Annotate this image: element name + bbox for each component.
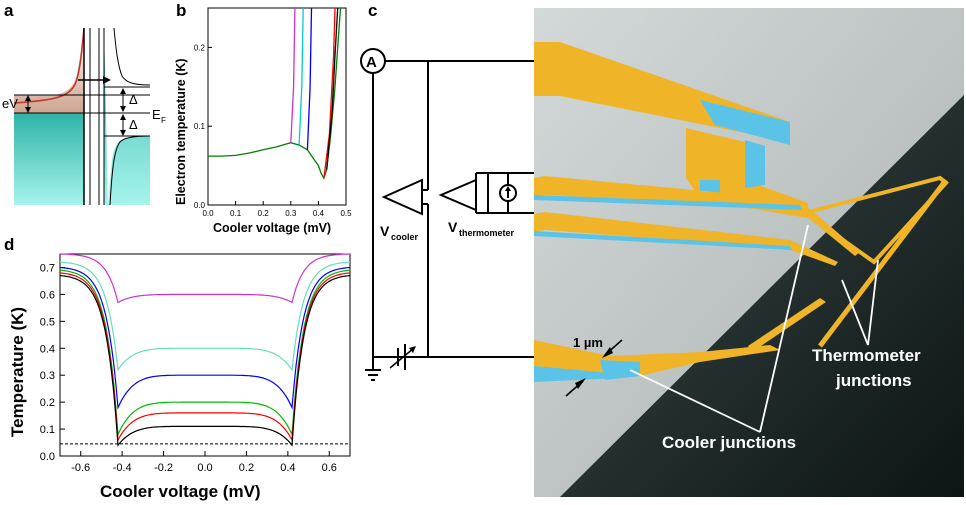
- plot-b-frame: [207, 7, 347, 206]
- tunnel-arrow-icon: [103, 76, 111, 84]
- variable-source-arrow-icon: [389, 347, 415, 369]
- lead-middle-2: [534, 212, 838, 266]
- plot-d-ytick-label: 0.4: [40, 343, 55, 355]
- plot-b-ytick-label: 0.2: [194, 43, 206, 52]
- plot-b-xtick-label: 0.0: [202, 209, 214, 218]
- filled-states-right: [104, 28, 150, 205]
- panel-a: a eV Δ Δ E: [2, 1, 166, 206]
- ground-icon: [365, 369, 381, 381]
- v-cooler-label: V: [380, 223, 390, 239]
- lead-bottom: [534, 340, 780, 376]
- v-thermometer-label: V: [448, 219, 458, 235]
- sem-dark-region: [560, 95, 964, 497]
- plot-b-xtick-label: 0.5: [340, 209, 352, 218]
- plot-d-xtick-label: 0.4: [280, 462, 295, 474]
- plot-d-ytick-label: 0.6: [40, 289, 55, 301]
- plot-b-xtick-label: 0.4: [313, 209, 325, 218]
- plot-b-series: [208, 7, 342, 180]
- plot-d-xtick-label: -0.6: [71, 462, 90, 474]
- filled-states-upper: [14, 28, 84, 113]
- v-thermometer-sub: thermometer: [459, 228, 515, 238]
- panel-d: d -0.6 -0.4 -0.2 0.0 0.2 0.4 0.6 0.0 0.1 0.2 0.3 0.…: [4, 235, 351, 501]
- plot-d-xtick-label: -0.2: [154, 462, 173, 474]
- plot-b-xtick-label: 0.2: [258, 209, 270, 218]
- plot-b-ytick-label: 0.0: [194, 201, 206, 210]
- plot-d-ytick-label: 0.7: [40, 262, 55, 274]
- thermometer-voltmeter-icon: [438, 178, 477, 212]
- ammeter-label: A: [366, 54, 377, 71]
- plot-d-ytick-label: 0.2: [40, 397, 55, 409]
- plot-d-series: [59, 253, 351, 447]
- panel-letter-a: a: [4, 1, 14, 20]
- plot-b-series-line-5: [326, 7, 339, 170]
- fermi-sub: F: [161, 116, 166, 125]
- plot-b-series-line-2: [298, 7, 304, 146]
- plot-d-series-line-0: [59, 253, 351, 304]
- plot-d-xlabel: Cooler voltage (mV): [100, 482, 261, 501]
- delta-lower-label: Δ: [129, 117, 138, 132]
- panel-letter-b: b: [176, 1, 186, 20]
- plot-b-xlabel: Cooler voltage (mV): [213, 221, 331, 235]
- plot-d-xtick-label: 0.2: [239, 462, 254, 474]
- plot-b-ylabel: Electron temperature (K): [174, 58, 188, 205]
- plot-d-xtick-label: 0.6: [322, 462, 337, 474]
- panel-letter-c: c: [368, 1, 377, 20]
- cooler-voltmeter-icon: [381, 178, 423, 216]
- v-cooler-sub: cooler: [391, 232, 419, 242]
- plot-d-ytick-label: 0.0: [40, 451, 55, 463]
- plot-d-xtick-label: -0.4: [113, 462, 132, 474]
- cooler-junctions-label: Cooler junctions: [662, 433, 796, 452]
- fermi-curve-left: [13, 27, 85, 104]
- thermometer-bridge: [804, 175, 949, 265]
- plot-b-xtick-label: 0.3: [285, 209, 297, 218]
- plot-b-series-line-4: [323, 7, 336, 179]
- plot-d-ytick-label: 0.3: [40, 370, 55, 382]
- filled-states-lower: [14, 113, 84, 205]
- plot-d-xtick-label: 0.0: [197, 462, 212, 474]
- plot-d-series-line-5: [59, 274, 351, 447]
- fermi-label: E: [152, 107, 161, 122]
- lead-middle-1: [534, 176, 860, 256]
- plot-d-series-line-4: [59, 272, 351, 442]
- plot-b-series-line-0: [208, 7, 342, 180]
- plot-b-series-line-3: [306, 7, 313, 150]
- circuit-wires: [372, 60, 537, 370]
- plot-d-series-line-2: [59, 266, 351, 410]
- panel-letter-d: d: [4, 235, 14, 254]
- thermometer-junctions-label-1: Thermometer: [812, 346, 921, 365]
- label-connectors: [629, 224, 879, 433]
- plot-d-ytick-label: 0.1: [40, 424, 55, 436]
- panel-c-circuit: c A V cooler V thermometer: [360, 1, 537, 381]
- plot-b-ticks: 0.0 0.1 0.2 0.3 0.4 0.5 0.0 0.1 0.2: [194, 43, 352, 218]
- plot-d-ylabel: Temperature (K): [8, 307, 27, 437]
- plot-d-frame: [59, 253, 351, 457]
- panel-b: b 0.0 0.1 0.2 0.3 0.4 0.5 0.0 0.1 0.2 Cooler vol…: [174, 1, 352, 235]
- plot-b-ytick-label: 0.1: [194, 122, 206, 131]
- scale-bar-label: 1 µm: [573, 335, 603, 350]
- plot-b-series-line-1: [290, 7, 296, 143]
- delta-upper-label: Δ: [129, 92, 138, 107]
- plot-d-ticks: -0.6 -0.4 -0.2 0.0 0.2 0.4 0.6 0.0 0.1 0.2 0.3 0.4 0…: [40, 262, 337, 474]
- ev-label: eV: [2, 96, 18, 111]
- plot-d-series-line-1: [59, 261, 351, 372]
- panel-c-sem-image: 1 µm Thermometer junctions Cooler juncti…: [534, 8, 964, 497]
- thermometer-junctions-label-2: junctions: [835, 371, 912, 390]
- plot-b-xtick-label: 0.1: [230, 209, 242, 218]
- plot-d-ytick-label: 0.5: [40, 316, 55, 328]
